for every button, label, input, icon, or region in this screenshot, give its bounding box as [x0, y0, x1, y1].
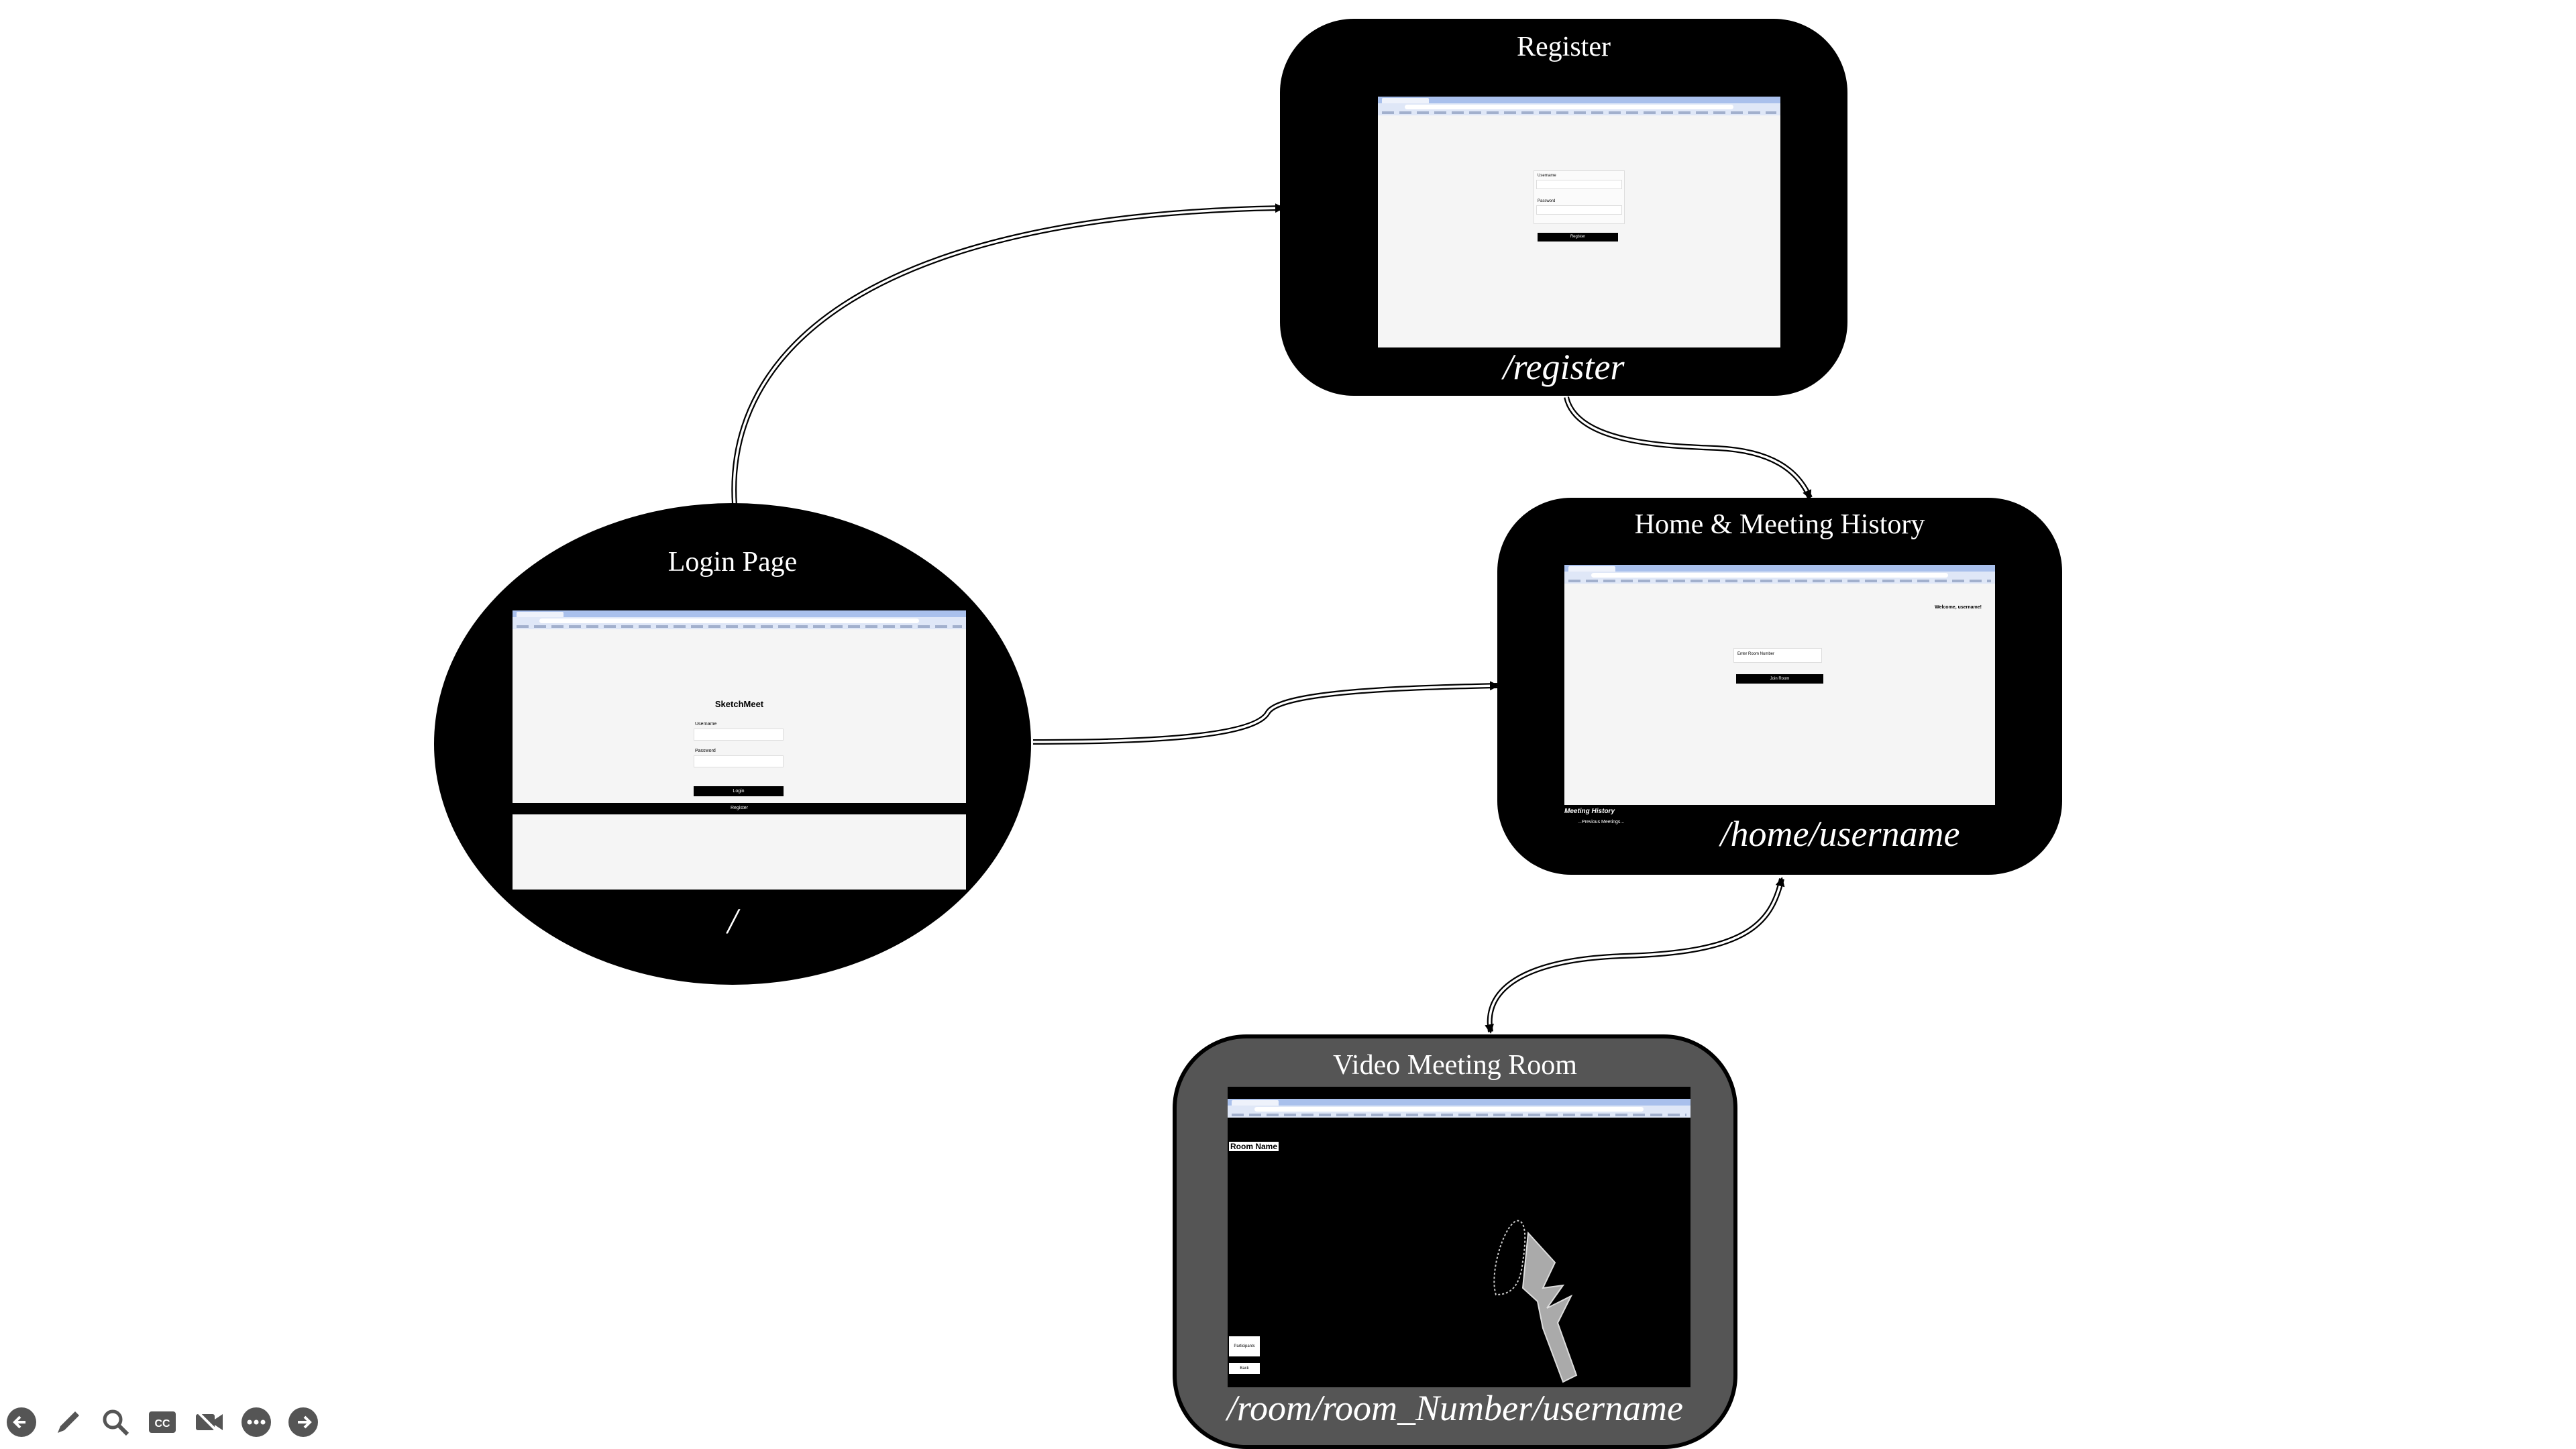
screenshot-login-lower	[513, 814, 966, 890]
node-register[interactable]: Register Username Password Register /reg…	[1280, 19, 1847, 396]
browser-chrome	[1378, 97, 1780, 115]
password-field[interactable]	[1536, 205, 1622, 215]
password-field[interactable]	[694, 755, 784, 767]
history-item: ...Previous Meetings...	[1578, 820, 1625, 824]
screenshot-home: Welcome, username! Enter Room Number Joi…	[1564, 565, 1995, 805]
password-label: Password	[695, 749, 716, 753]
history-title: Meeting History	[1564, 808, 1615, 815]
register-button[interactable]: Register	[513, 804, 966, 813]
node-route: /room/room_Number/username	[1227, 1388, 1683, 1428]
participants-button[interactable]: Participants	[1229, 1336, 1260, 1356]
node-room[interactable]: Video Meeting Room Room Name Participant…	[1173, 1034, 1737, 1449]
login-button[interactable]: Login	[694, 786, 784, 796]
sketch-drawing	[1493, 1220, 1578, 1383]
screenshot-login: SketchMeet Username Password Login	[513, 610, 966, 803]
svg-text:CC: CC	[154, 1418, 170, 1430]
room-number-placeholder: Enter Room Number	[1737, 652, 1775, 656]
edge-login-home	[1032, 683, 1498, 745]
pencil-icon[interactable]	[52, 1406, 85, 1438]
edge-login-register	[731, 205, 1283, 505]
node-route: /	[727, 901, 738, 941]
join-room-button[interactable]: Join Room	[1736, 674, 1823, 684]
room-number-input[interactable]	[1733, 648, 1822, 663]
screenshot-room: Room Name Participants Back	[1228, 1087, 1690, 1387]
node-title: Home & Meeting History	[1634, 509, 1925, 540]
node-title: Video Meeting Room	[1333, 1050, 1577, 1081]
node-route: /home/username	[1720, 814, 1960, 854]
presentation-toolbar: CC	[5, 1406, 319, 1438]
username-field[interactable]	[1536, 180, 1622, 189]
captions-icon[interactable]: CC	[146, 1406, 178, 1438]
username-label: Username	[695, 722, 717, 727]
video-off-icon[interactable]	[193, 1406, 225, 1438]
username-field[interactable]	[694, 729, 784, 741]
register-form	[1534, 170, 1625, 224]
node-route: /register	[1503, 347, 1625, 387]
back-arrow-icon[interactable]	[5, 1406, 38, 1438]
browser-chrome	[513, 610, 966, 629]
username-label: Username	[1538, 174, 1556, 178]
node-login[interactable]: Login Page SketchMeet Username Password …	[434, 503, 1031, 985]
search-icon[interactable]	[99, 1406, 131, 1438]
forward-arrow-icon[interactable]	[287, 1406, 319, 1438]
browser-chrome	[1564, 565, 1995, 584]
room-name: Room Name	[1229, 1142, 1279, 1151]
app-title: SketchMeet	[714, 699, 764, 709]
node-title: Login Page	[667, 547, 798, 578]
node-home[interactable]: Home & Meeting History Welcome, username…	[1497, 498, 2062, 875]
back-button[interactable]: Back	[1229, 1363, 1260, 1374]
register-button[interactable]: Register	[1538, 233, 1618, 241]
welcome-text: Welcome, username!	[1935, 605, 1982, 610]
password-label: Password	[1538, 199, 1556, 203]
screenshot-register: Username Password Register	[1378, 97, 1780, 347]
browser-chrome	[1228, 1099, 1690, 1118]
more-icon[interactable]	[240, 1406, 272, 1438]
node-title: Register	[1517, 32, 1611, 62]
